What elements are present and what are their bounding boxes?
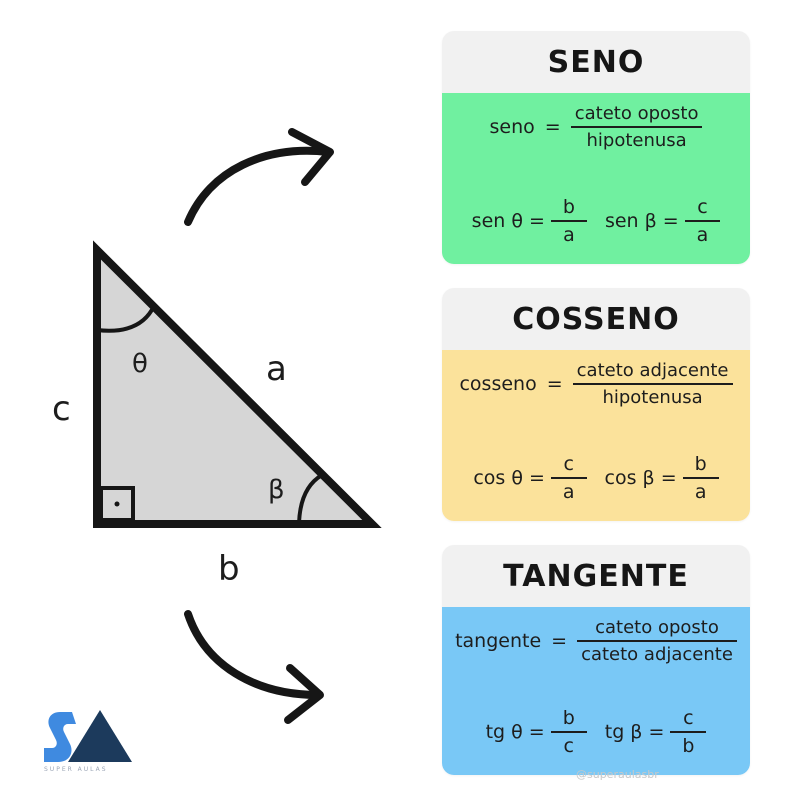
cos-theta-formula: cos θ = c a: [473, 453, 587, 503]
triangle-diagram: θ β c a b: [52, 128, 382, 724]
side-b-label: b: [218, 549, 240, 589]
cos-beta-formula: cos β = b a: [605, 453, 719, 503]
cos-beta-num: b: [694, 453, 707, 475]
sen-theta-formula: sen θ = b a: [472, 196, 587, 246]
sen-theta-den: a: [563, 224, 575, 246]
fraction-bar: [570, 126, 703, 128]
sen-beta-num: c: [697, 196, 708, 218]
side-c-label: c: [52, 389, 71, 429]
equals-sign: =: [660, 467, 677, 489]
sen-theta-lhs: sen θ: [471, 210, 523, 232]
cos-theta-num: c: [563, 453, 574, 475]
tg-theta-lhs: tg θ: [485, 721, 523, 743]
tg-beta-den: b: [682, 735, 695, 757]
cos-beta-lhs: cos β: [604, 467, 655, 489]
seno-numerator: cateto oposto: [574, 103, 699, 124]
cosseno-card-body: cosseno = cateto adjacente hipotenusa co…: [442, 350, 750, 521]
tangente-numerator: cateto oposto: [595, 617, 719, 638]
fraction-bar: [670, 731, 707, 733]
arrow-up-icon: [184, 128, 334, 226]
tangente-card: TANGENTE tangente = cateto oposto cateto…: [442, 545, 750, 775]
beta-angle-arc: [297, 473, 324, 525]
seno-card-body: seno = cateto oposto hipotenusa sen θ = …: [442, 93, 750, 264]
logo-text: SUPER AULAS: [44, 766, 108, 773]
seno-lhs: seno: [489, 116, 535, 138]
cosseno-numerator: cateto adjacente: [576, 360, 729, 381]
tg-beta-fraction: c b: [670, 707, 707, 757]
sen-beta-formula: sen β = c a: [604, 196, 721, 246]
tg-theta-num: b: [562, 707, 575, 729]
tangente-fraction: cateto oposto cateto adjacente: [577, 617, 737, 665]
right-triangle: [93, 240, 382, 528]
tg-theta-fraction: b c: [550, 707, 587, 757]
cos-theta-den: a: [562, 481, 575, 503]
sen-beta-lhs: sen β: [604, 210, 657, 232]
fraction-bar: [572, 383, 733, 385]
angle-theta-label: θ: [132, 349, 148, 379]
cos-theta-lhs: cos θ: [473, 467, 523, 489]
fraction-bar: [550, 477, 587, 479]
cosseno-card: COSSENO cosseno = cateto adjacente hipot…: [442, 288, 750, 521]
seno-card-header: SENO: [442, 31, 750, 93]
tg-theta-den: c: [563, 735, 574, 757]
super-aulas-logo-icon: [44, 710, 132, 762]
right-angle-marker: [99, 486, 135, 522]
fraction-bar: [550, 220, 587, 222]
cosseno-definition: cosseno = cateto adjacente hipotenusa: [442, 360, 750, 408]
cosseno-card-header: COSSENO: [442, 288, 750, 350]
cosseno-denominator: hipotenusa: [602, 387, 703, 408]
tg-theta-formula: tg θ = b c: [486, 707, 587, 757]
tg-beta-num: c: [683, 707, 694, 729]
watermark: @superaulasbr: [576, 768, 659, 781]
equals-sign: =: [528, 721, 545, 743]
side-a-label: a: [266, 349, 287, 389]
seno-card: SENO seno = cateto oposto hipotenusa sen…: [442, 31, 750, 264]
cosseno-title: COSSENO: [512, 301, 680, 337]
cosseno-lhs: cosseno: [459, 373, 537, 395]
equals-sign: =: [544, 116, 561, 138]
equals-sign: =: [528, 467, 545, 489]
seno-denominator: hipotenusa: [586, 130, 687, 151]
tangente-title: TANGENTE: [503, 558, 689, 594]
sen-theta-fraction: b a: [550, 196, 587, 246]
cos-beta-fraction: b a: [682, 453, 719, 503]
equals-sign: =: [662, 210, 679, 232]
tg-beta-formula: tg β = c b: [605, 707, 707, 757]
tangente-card-header: TANGENTE: [442, 545, 750, 607]
tangente-lhs: tangente: [455, 630, 542, 652]
tangente-examples: tg θ = b c tg β = c b: [442, 707, 750, 757]
arrow-down-icon: [184, 610, 324, 724]
tg-beta-lhs: tg β: [604, 721, 643, 743]
cosseno-fraction: cateto adjacente hipotenusa: [572, 360, 733, 408]
cosseno-examples: cos θ = c a cos β = b a: [442, 453, 750, 503]
sen-beta-fraction: c a: [684, 196, 721, 246]
fraction-bar: [577, 640, 737, 642]
seno-title: SENO: [547, 44, 645, 80]
angle-beta-label: β: [268, 475, 285, 505]
equals-sign: =: [528, 210, 545, 232]
equals-sign: =: [648, 721, 665, 743]
tangente-definition: tangente = cateto oposto cateto adjacent…: [442, 617, 750, 665]
sen-beta-den: a: [696, 224, 709, 246]
fraction-bar: [682, 477, 719, 479]
seno-examples: sen θ = b a sen β = c a: [442, 196, 750, 246]
theta-angle-arc: [96, 305, 156, 333]
fraction-bar: [550, 731, 587, 733]
equals-sign: =: [551, 630, 568, 652]
cos-beta-den: a: [694, 481, 707, 503]
seno-fraction: cateto oposto hipotenusa: [570, 103, 703, 151]
equals-sign: =: [546, 373, 563, 395]
tangente-card-body: tangente = cateto oposto cateto adjacent…: [442, 607, 750, 775]
right-angle-dot: [114, 501, 120, 507]
cos-theta-fraction: c a: [550, 453, 587, 503]
seno-definition: seno = cateto oposto hipotenusa: [442, 103, 750, 151]
fraction-bar: [684, 220, 721, 222]
tangente-denominator: cateto adjacente: [581, 644, 733, 665]
sen-theta-num: b: [562, 196, 575, 218]
